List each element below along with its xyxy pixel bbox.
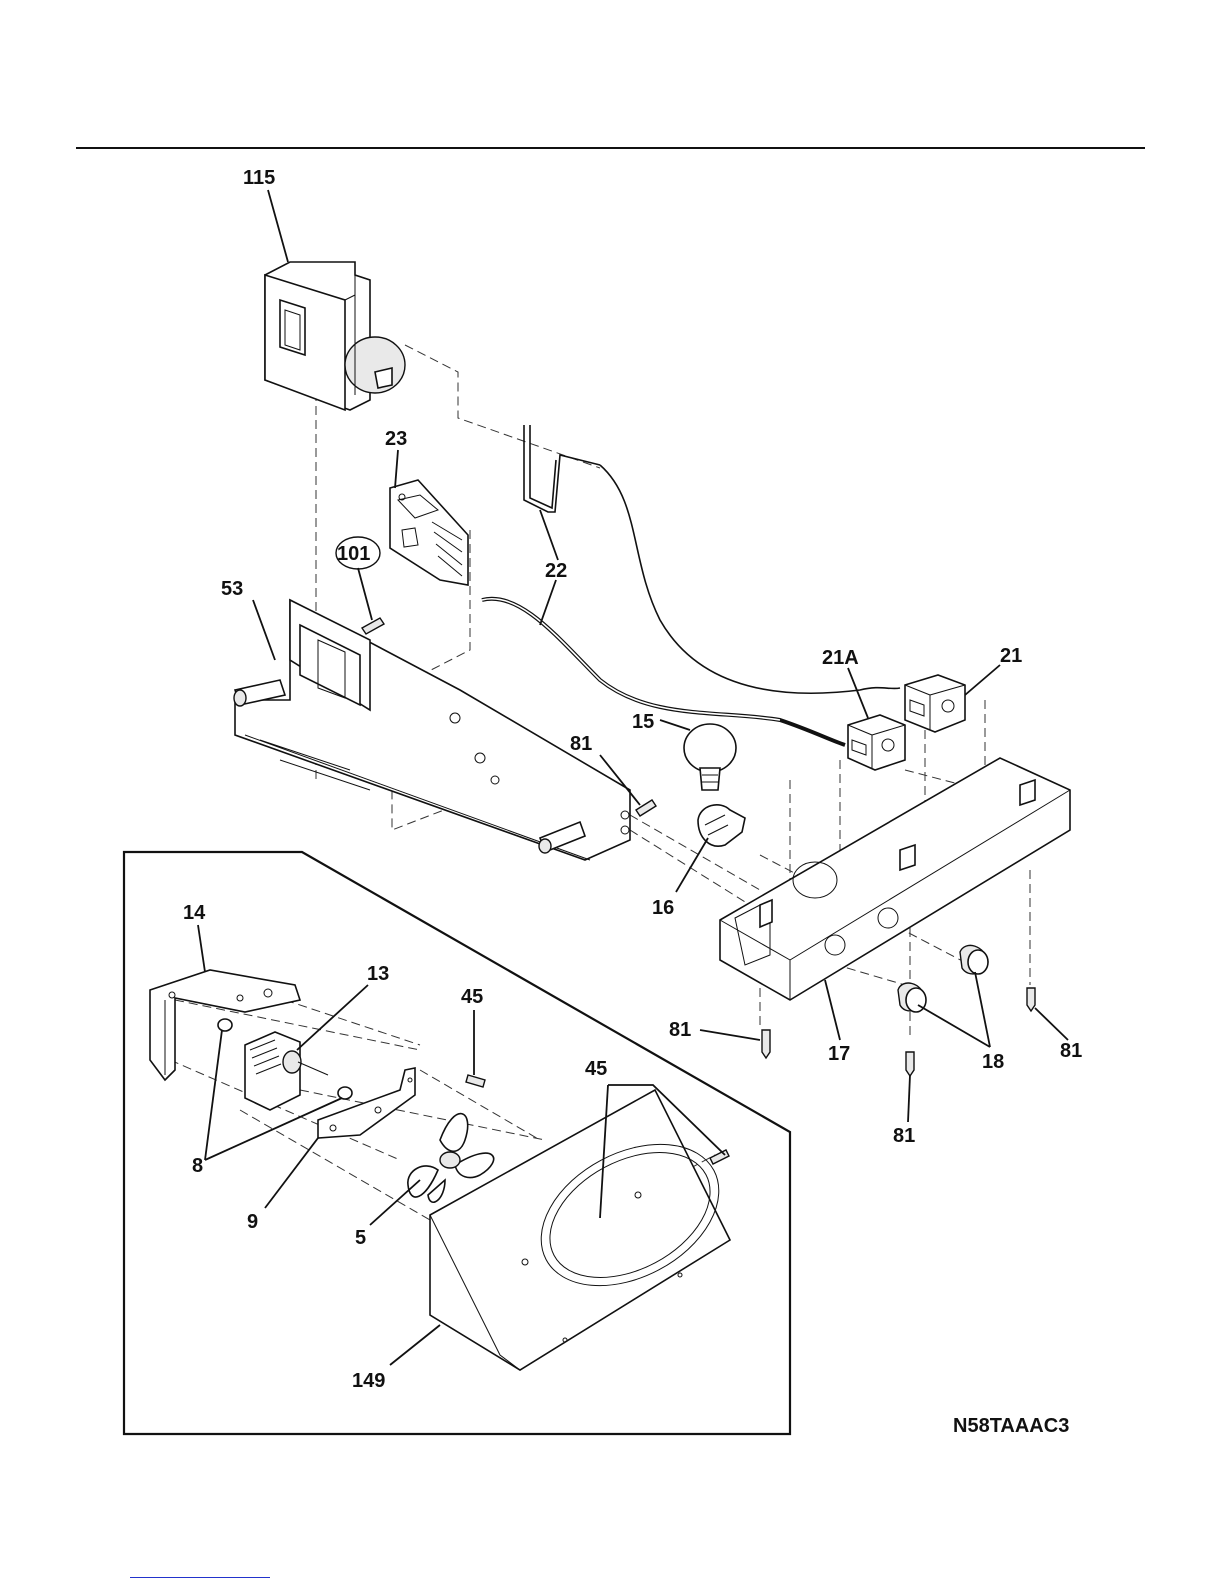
callout-22: 22 bbox=[545, 560, 567, 582]
callout-81-bottom: 81 bbox=[893, 1125, 915, 1147]
callout-21a: 21A bbox=[822, 647, 859, 669]
light-socket-part bbox=[698, 805, 745, 846]
callout-9: 9 bbox=[247, 1211, 258, 1233]
screw-81-mid-part bbox=[906, 1052, 914, 1076]
callout-53: 53 bbox=[221, 578, 243, 600]
callout-8: 8 bbox=[192, 1155, 203, 1177]
fan-shroud-part bbox=[430, 1090, 743, 1370]
dispenser-housing-part bbox=[234, 600, 630, 860]
callout-23: 23 bbox=[385, 428, 407, 450]
callout-101: 101 bbox=[337, 543, 370, 565]
screw-45-right-part bbox=[710, 1150, 729, 1164]
callout-16: 16 bbox=[652, 897, 674, 919]
callout-149: 149 bbox=[352, 1370, 385, 1392]
callout-81-right: 81 bbox=[1060, 1040, 1082, 1062]
callout-81-upper: 81 bbox=[570, 733, 592, 755]
switch-21-part bbox=[905, 675, 965, 732]
screw-101-part bbox=[362, 618, 384, 634]
diagram-code: N58TAAAC3 bbox=[953, 1415, 1069, 1437]
thermistor-part bbox=[482, 425, 900, 745]
callout-15: 15 bbox=[632, 711, 654, 733]
fan-motor-part bbox=[245, 1032, 328, 1110]
screw-81-right-part bbox=[1027, 988, 1035, 1011]
knob-18a-part bbox=[960, 945, 988, 974]
dispenser-trough-part bbox=[720, 758, 1070, 1000]
callout-45-upper: 45 bbox=[461, 986, 483, 1008]
callout-14: 14 bbox=[183, 902, 206, 924]
switch-21a-part bbox=[848, 715, 905, 770]
callout-81-left: 81 bbox=[669, 1019, 691, 1041]
callout-17: 17 bbox=[828, 1043, 850, 1065]
callout-115: 115 bbox=[243, 167, 275, 189]
callout-21: 21 bbox=[1000, 645, 1022, 667]
callout-13: 13 bbox=[367, 963, 389, 985]
callout-45-lower: 45 bbox=[585, 1058, 607, 1080]
screw-45-upper-part bbox=[466, 1075, 485, 1087]
callout-18: 18 bbox=[982, 1051, 1004, 1073]
footer-link-underline[interactable] bbox=[130, 1577, 270, 1578]
callout-5: 5 bbox=[355, 1227, 366, 1249]
control-housing-part bbox=[265, 262, 405, 410]
screw-81-left-part bbox=[762, 1030, 770, 1058]
control-board-part bbox=[390, 480, 468, 585]
light-bulb-part bbox=[684, 724, 736, 790]
